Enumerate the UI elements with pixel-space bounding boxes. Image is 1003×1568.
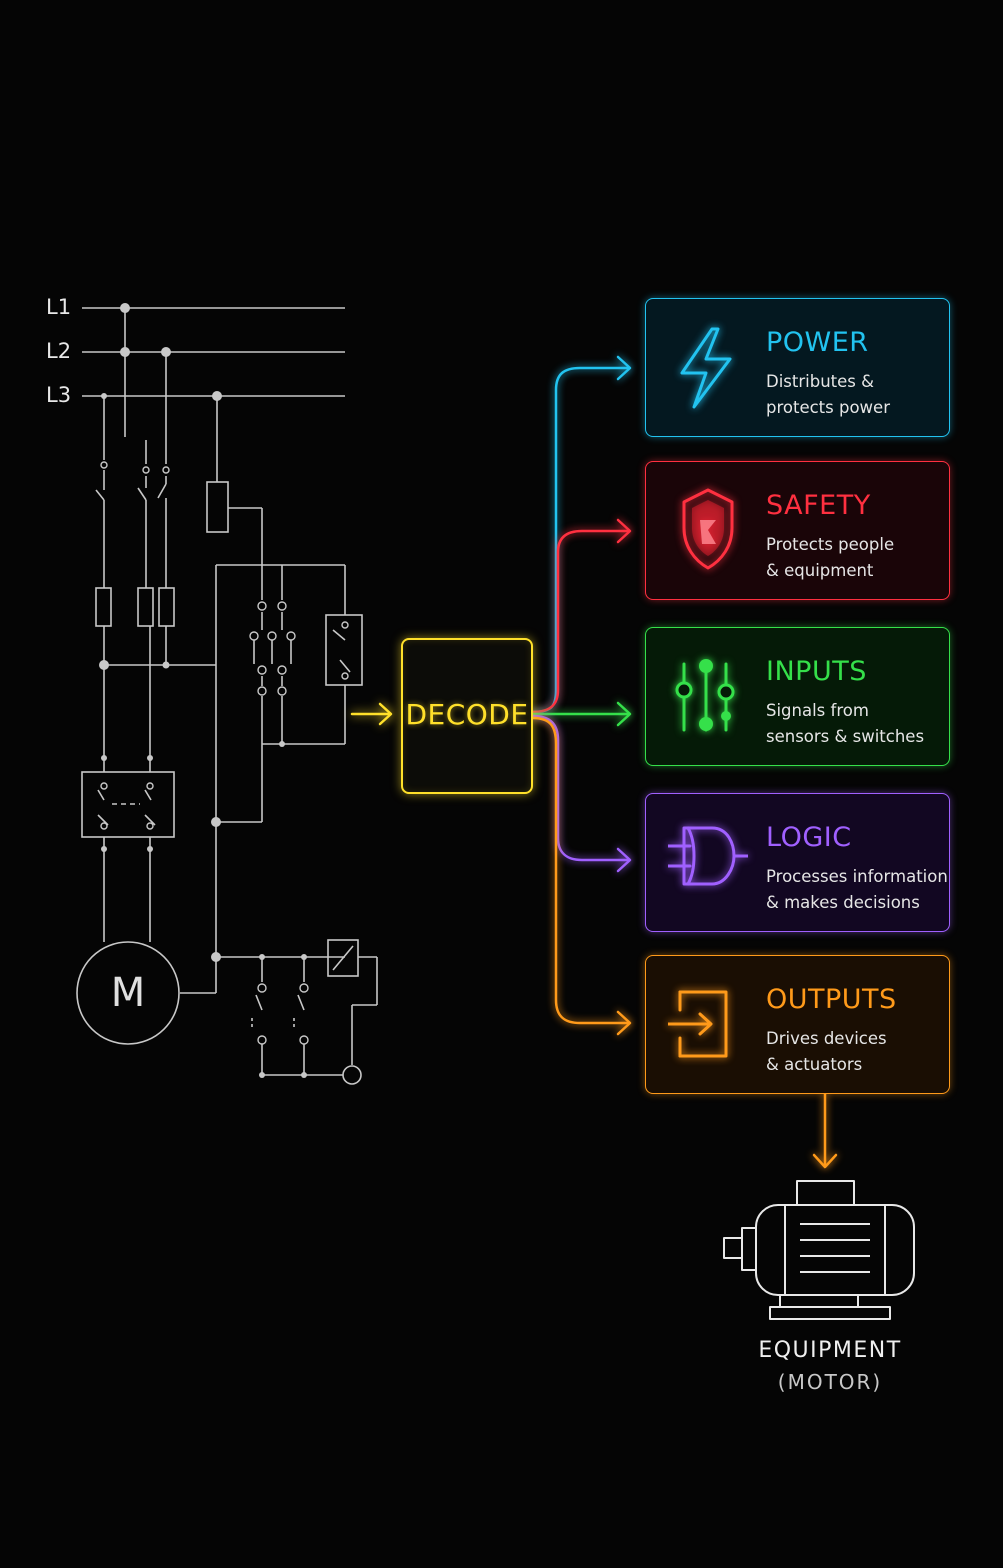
lightning-bolt-icon (680, 327, 732, 409)
connector-outputs (531, 716, 632, 1036)
output-arrow-icon (668, 990, 728, 1058)
connector-power (531, 355, 632, 714)
line-label-l1: L1 (46, 295, 72, 319)
card-description: Distributes & protects power (766, 372, 890, 417)
connector-equipment (812, 1092, 838, 1169)
card-title: POWER (766, 327, 869, 358)
sliders-icon (675, 659, 735, 732)
and-gate-icon (668, 826, 748, 886)
card-title: SAFETY (766, 490, 871, 521)
line-label-l3: L3 (46, 383, 72, 407)
equipment-subtitle: (MOTOR) (777, 1370, 883, 1394)
card-outputs: OUTPUTS Drives devices & actuators (645, 955, 950, 1094)
connector-logic (531, 714, 632, 873)
equipment-title: EQUIPMENT (758, 1338, 902, 1363)
card-title: OUTPUTS (766, 984, 897, 1015)
card-description: Drives devices & actuators (766, 1029, 887, 1074)
card-logic: LOGIC Processes information & makes deci… (645, 793, 950, 932)
card-safety: SAFETY Protects people & equipment (645, 461, 950, 600)
input-arrow (350, 702, 393, 726)
card-description: Signals from sensors & switches (766, 701, 925, 746)
card-title: INPUTS (766, 656, 867, 687)
motor-symbol-label: M (110, 970, 146, 1016)
shield-icon (682, 488, 734, 570)
card-power: POWER Distributes & protects power (645, 298, 950, 437)
electric-motor-icon (723, 1180, 915, 1320)
decode-label: DECODE (405, 698, 529, 731)
decode-block: DECODE (401, 638, 533, 794)
connector-inputs (531, 701, 632, 727)
connector-safety (531, 518, 632, 714)
card-description: Processes information & makes decisions (766, 867, 948, 912)
card-description: Protects people & equipment (766, 535, 895, 580)
card-inputs: INPUTS Signals from sensors & switches (645, 627, 950, 766)
card-title: LOGIC (766, 822, 852, 853)
line-label-l2: L2 (46, 339, 72, 363)
